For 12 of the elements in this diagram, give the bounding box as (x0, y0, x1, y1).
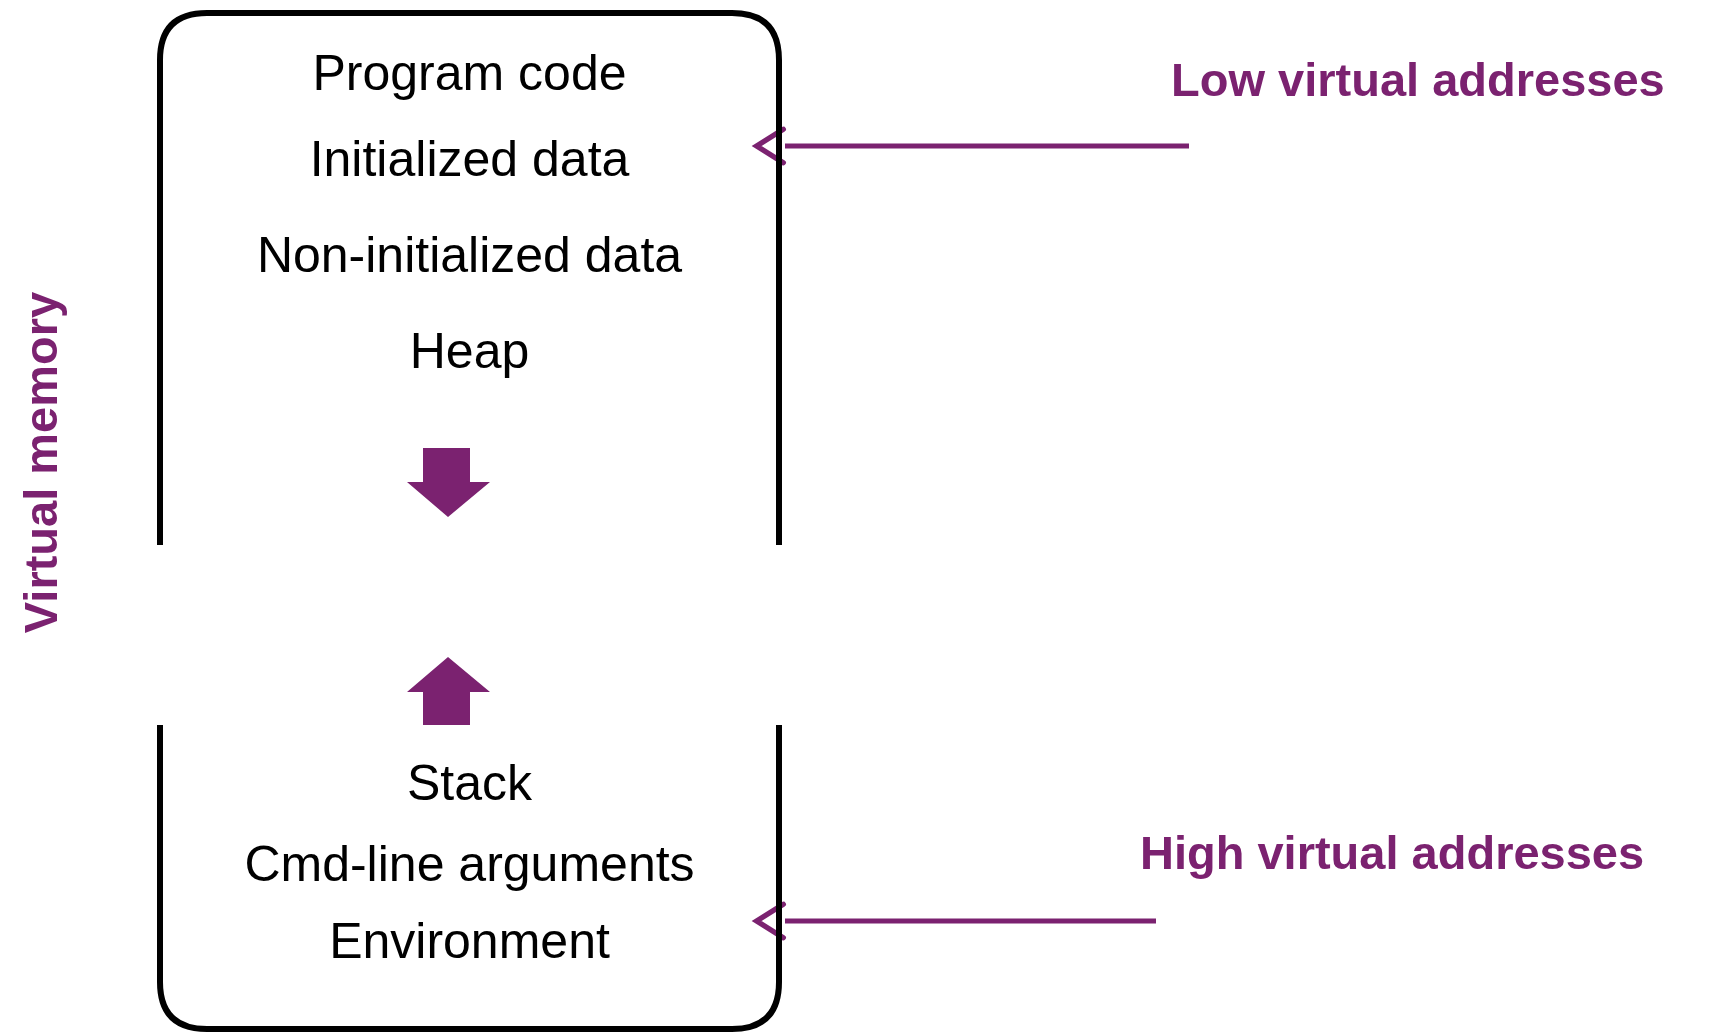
segment-label: Heap (409, 323, 530, 379)
address-label: Low virtual addresses (1171, 55, 1665, 103)
segment-label: Program code (312, 45, 627, 101)
arrow (754, 126, 1189, 166)
memory-segment (157, 10, 782, 545)
segment-label: Non-initialized data (256, 227, 683, 283)
segment-label: Cmd-line arguments (244, 836, 695, 892)
memory-segment (157, 725, 782, 1032)
segment-label: Stack (406, 755, 533, 811)
segment-label: Environment (329, 913, 610, 969)
arrow (754, 901, 1156, 941)
segment-label: Initialized data (309, 131, 630, 187)
